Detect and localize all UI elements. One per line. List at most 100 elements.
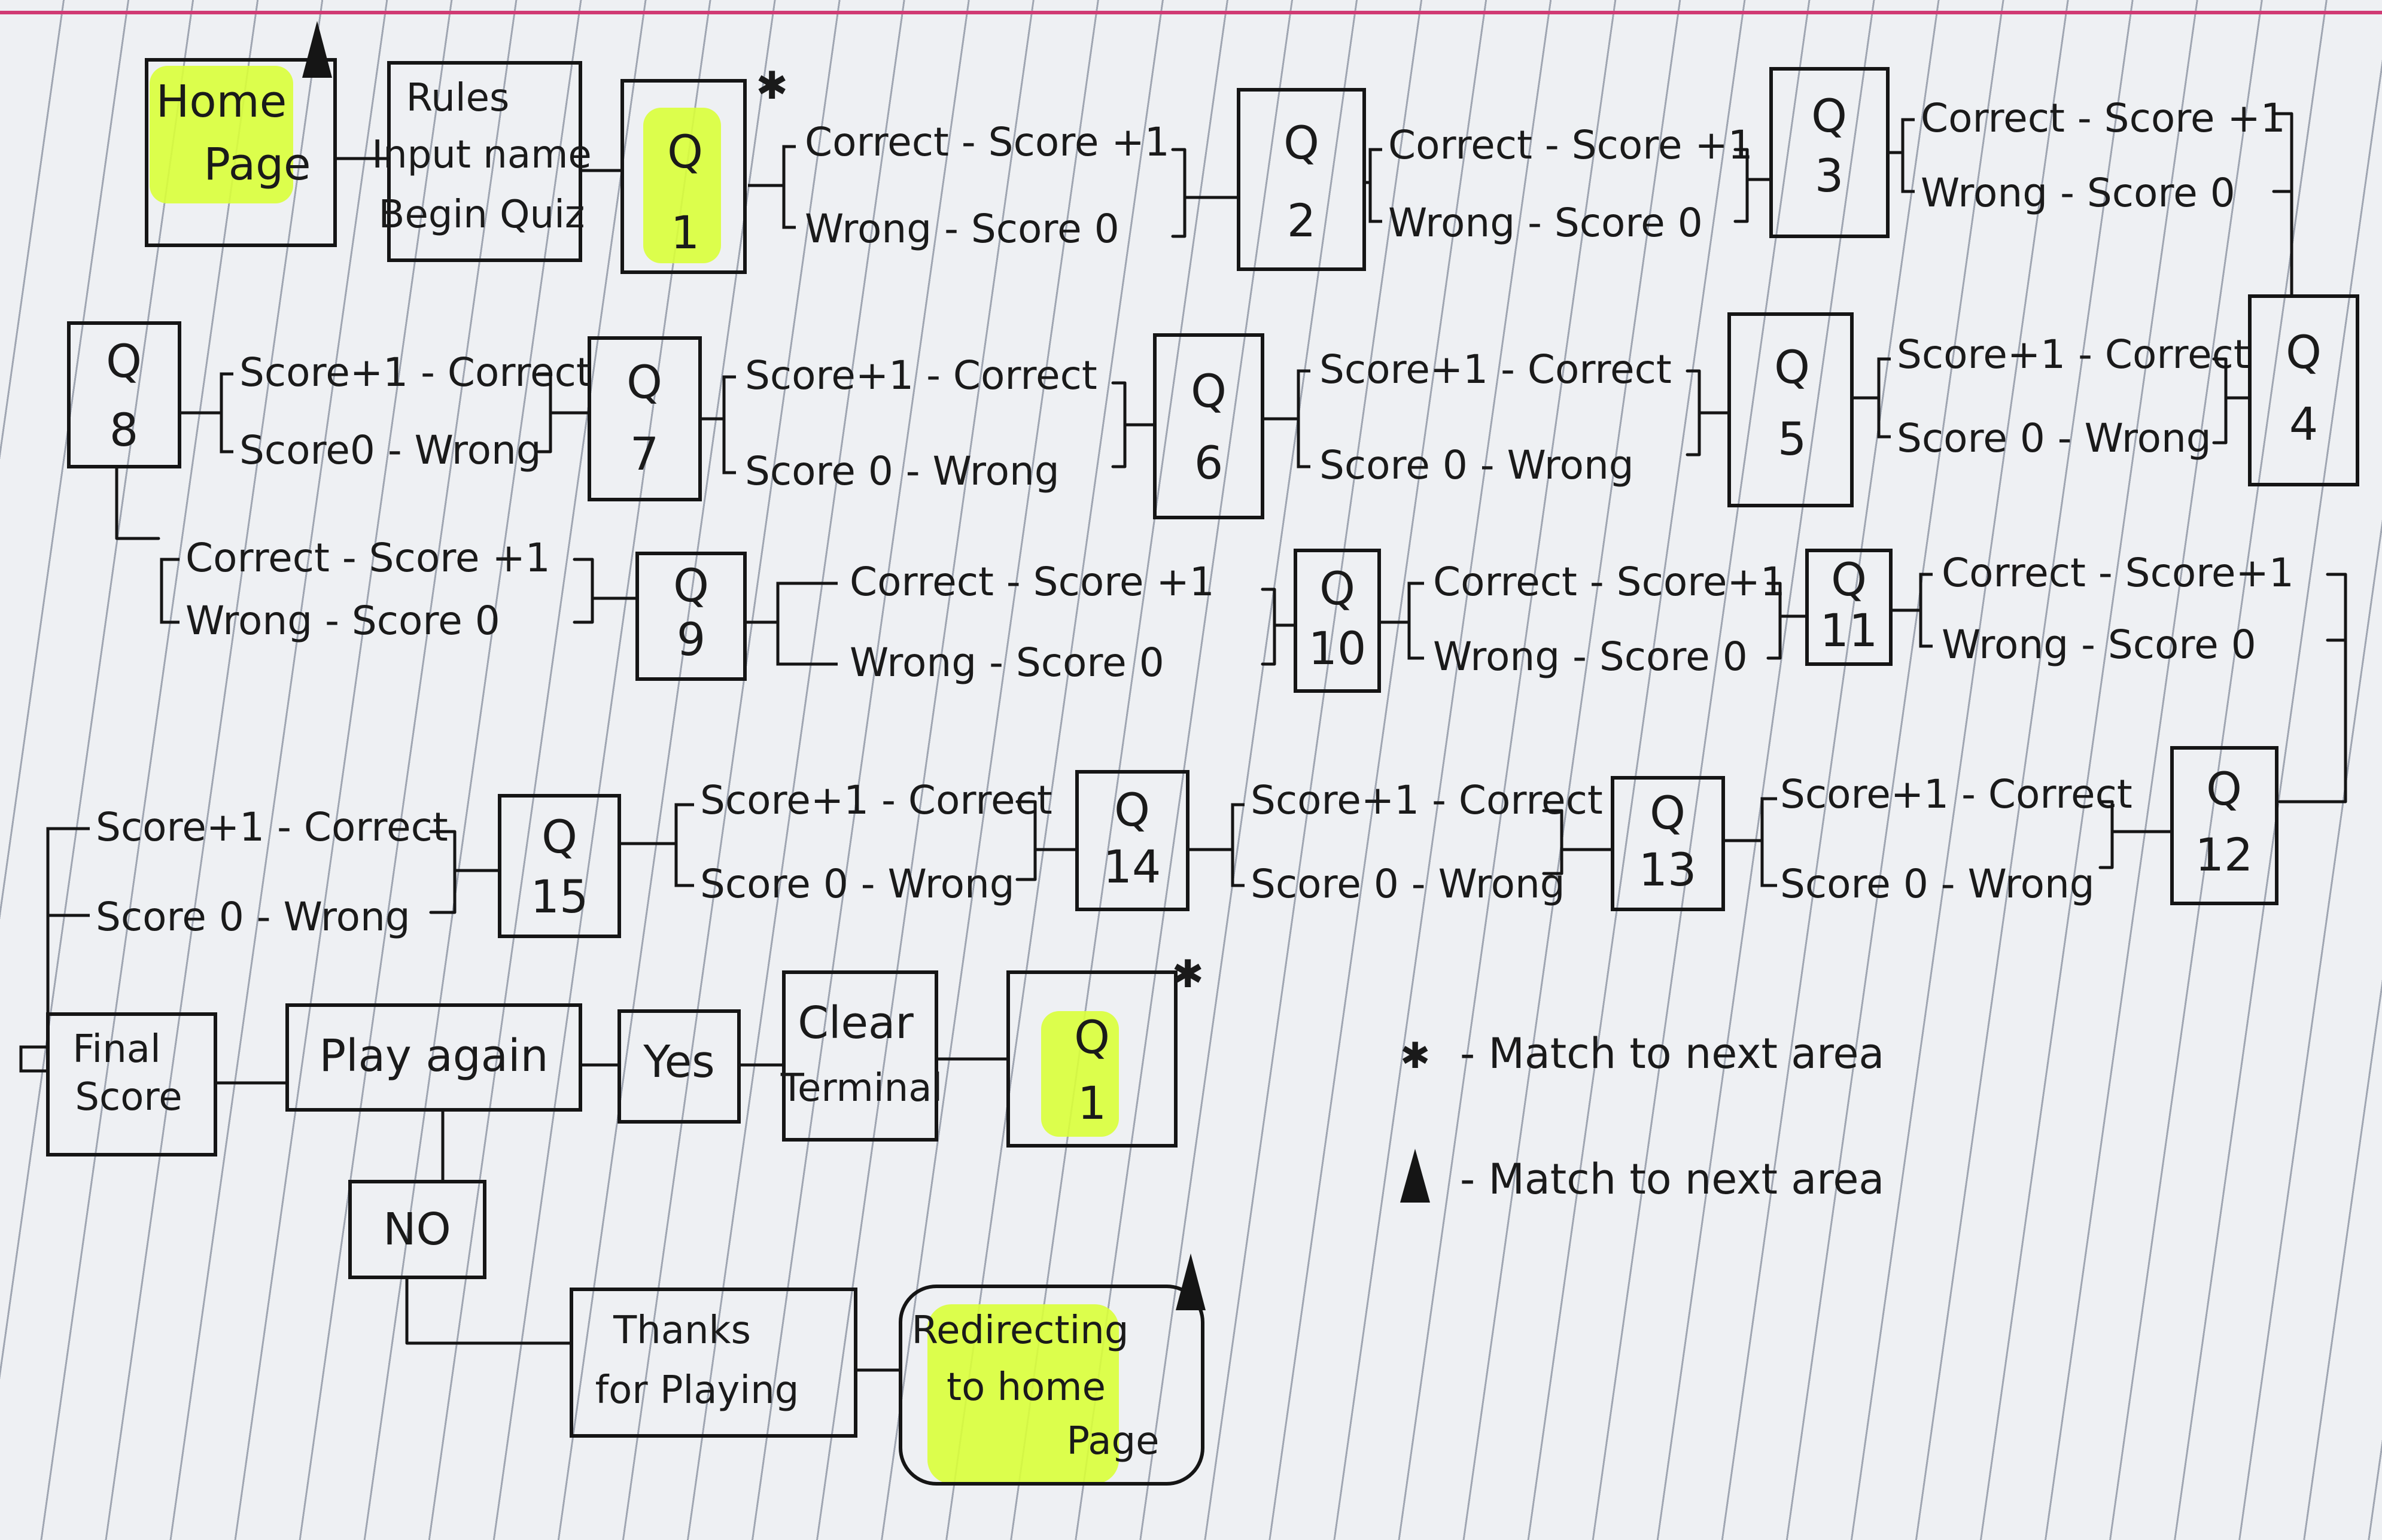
clear-terminal-line-1: Clear [798,997,914,1049]
q14-number: 14 [1103,840,1161,893]
branch-q13: Score+1 - Correct Score 0 - Wrong [1188,777,1614,907]
rules-box: Rules Input name Begin Quiz [372,61,592,262]
q2-label: Q [1283,116,1319,169]
q7-label: Q [626,355,662,409]
branch-q12: Score+1 - Correct Score 0 - Wrong [1723,771,2174,907]
q3-number: 3 [1815,149,1843,202]
redirect-line-1: Redirecting [912,1308,1129,1353]
q12-number: 12 [2195,828,2253,881]
q4-label: Q [2286,325,2322,379]
q5-number: 5 [1778,412,1806,465]
q2-number: 2 [1287,194,1316,247]
q7-number: 7 [630,427,659,480]
q5-label: Q [1774,340,1810,394]
branch-q10: Correct - Score+1 Wrong - Score 0 [1379,559,1809,680]
branch-q9-wrong: Wrong - Score 0 [850,640,1164,686]
branch-q3-correct: Correct - Score +1 [1921,95,2286,141]
q1-label: Q [667,125,703,178]
branch-q7: Score+1 - Correct Score0 - Wrong [180,349,592,473]
branch-q4: Score+1 - Correct Score 0 - Wrong [1852,331,2252,461]
legend-triangle-text: - Match to next area [1460,1155,1884,1204]
q1-restart-asterisk-marker: ✱ [1172,952,1204,997]
branch-q6: Score+1 - Correct Score 0 - Wrong [700,352,1157,494]
branch-q11-wrong: Wrong - Score 0 [1942,622,2256,668]
q12-box: Q 12 [2170,746,2278,905]
home-triangle-marker [302,21,332,78]
branch-q3: Correct - Score +1 Wrong - Score 0 [1888,95,2293,298]
play-again-label: Play again [320,1030,549,1082]
branch-q4-correct: Score+1 - Correct [1897,331,2249,378]
legend-triangle-symbol [1400,1149,1430,1203]
branch-q3-wrong: Wrong - Score 0 [1921,170,2235,216]
clear-terminal-line-2: Terminal [780,1066,942,1110]
branch-q2-correct: Correct - Score +1 [1388,122,1753,168]
q1-restart-number: 1 [1078,1076,1106,1130]
rules-line-1: Rules [406,76,510,120]
branch-q5-correct: Score+1 - Correct [1319,346,1672,392]
q12-label: Q [2206,762,2242,815]
q9-label: Q [673,559,709,612]
thanks-box: Thanks for Playing [570,1288,857,1438]
home-page-box: Home Page [145,58,337,247]
q1-highlight [643,108,721,263]
q1-restart-label: Q [1074,1011,1110,1064]
q9-box: Q 9 [635,552,747,681]
q1-number: 1 [671,206,699,259]
branch-q8-correct: Correct - Score +1 [185,535,550,581]
branch-q7-correct: Score+1 - Correct [239,349,592,395]
yes-label: Yes [643,1036,714,1088]
branch-q10-correct: Correct - Score+1 [1433,559,1785,605]
q1-restart-box: Q 1 [1006,970,1178,1148]
branch-q9-correct: Correct - Score +1 [850,559,1215,605]
q3-label: Q [1811,89,1847,142]
q14-box: Q 14 [1075,770,1190,911]
final-score-line-2: Score [75,1075,182,1119]
redirect-line-3: Page [1067,1419,1160,1463]
branch-q2: Correct - Score +1 Wrong - Score 0 [1364,122,1773,246]
margin-line [0,11,2382,14]
branch-q14: Score+1 - Correct Score 0 - Wrong [619,777,1079,907]
q4-number: 4 [2289,397,2318,451]
q6-number: 6 [1194,436,1223,489]
redirect-box: Redirecting to home Page [899,1285,1204,1486]
yes-box: Yes [617,1009,741,1124]
branch-q2-wrong: Wrong - Score 0 [1388,200,1703,246]
rules-line-2: Input name [372,133,592,177]
branch-q15-wrong: Score 0 - Wrong [96,894,410,940]
q13-box: Q 13 [1611,776,1725,911]
branch-q4-wrong: Score 0 - Wrong [1897,415,2211,461]
legend: ✱ - Match to next area - Match to next a… [1400,1029,1884,1204]
legend-asterisk-symbol: ✱ [1400,1035,1430,1077]
home-page-line-1: Home [156,76,287,127]
branch-q13-correct: Score+1 - Correct [1251,777,1603,823]
no-to-thanks-wire [405,1276,573,1345]
q6-label: Q [1191,364,1227,418]
q3-box: Q 3 [1769,67,1890,238]
q11-box: Q 11 [1805,549,1893,666]
q8-label: Q [106,334,142,388]
q15-number: 15 [531,870,589,923]
redirect-triangle-marker [1176,1253,1206,1310]
redirect-highlight [927,1304,1119,1484]
q13-label: Q [1650,786,1686,839]
q11-number: 11 [1820,604,1878,657]
branch-q13-wrong: Score 0 - Wrong [1251,861,1565,907]
clear-terminal-box: Clear Terminal [780,970,942,1142]
branch-q11: Correct - Score+1 Wrong - Score 0 [1891,550,2347,804]
q13-number: 13 [1639,843,1697,896]
branch-q5: Score+1 - Correct Score 0 - Wrong [1263,346,1731,488]
q10-label: Q [1319,562,1355,615]
q1b-highlight [1041,1011,1119,1137]
branch-q15-correct: Score+1 - Correct [96,804,448,850]
branch-q5-wrong: Score 0 - Wrong [1319,442,1634,488]
legend-asterisk-text: - Match to next area [1460,1029,1884,1078]
final-score-box: Final Score [46,1012,217,1156]
branch-q1-wrong: Wrong - Score 0 [805,206,1119,252]
branch-q10-wrong: Wrong - Score 0 [1433,634,1748,680]
branch-q9: Correct - Score +1 Wrong - Score 0 [745,559,1297,686]
branch-q8-wrong: Wrong - Score 0 [185,598,500,644]
branch-q11-correct: Correct - Score+1 [1942,550,2294,596]
thanks-line-2: for Playing [595,1368,799,1413]
